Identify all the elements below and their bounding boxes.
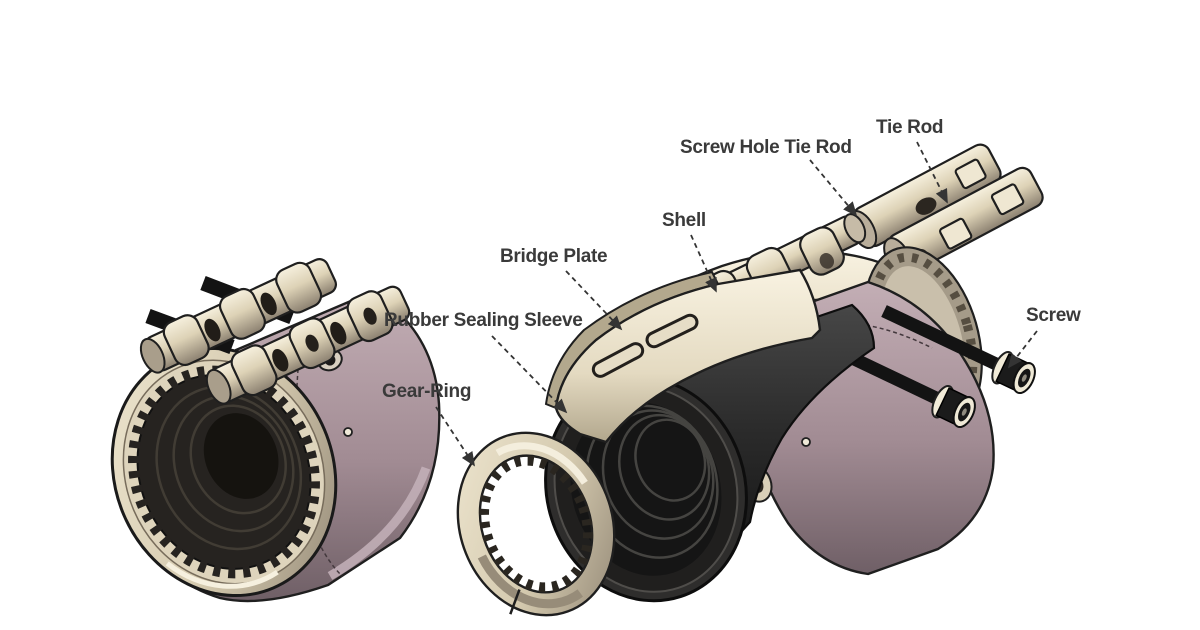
front-thread (189, 404, 287, 515)
row-gap-shadow (330, 321, 347, 345)
label-rubber-sealing-sleeve: Rubber Sealing Sleeve (384, 310, 583, 331)
label-shell: Shell (662, 210, 706, 231)
front-gear-teeth (128, 365, 320, 579)
row-gap-shadow (272, 348, 289, 372)
gear-ring-highlight (495, 442, 588, 485)
row-rod-cap (139, 337, 166, 374)
row-seat (162, 314, 210, 367)
label-screw-hole-tie-rod: Screw Hole Tie Rod (680, 137, 852, 158)
screw-head (931, 384, 976, 429)
sleeve-thread (634, 418, 707, 502)
front-thread (155, 385, 303, 551)
bridge-plate-slot (645, 313, 699, 349)
panel-hole (343, 427, 353, 437)
screw-head (991, 350, 1036, 395)
seat-socket (363, 307, 377, 325)
screw-socket-glint (1021, 374, 1027, 382)
bridge-plate-part (544, 268, 822, 444)
tie-rod-slot (938, 217, 973, 250)
leader-screw-hole-tie-rod (809, 159, 858, 217)
front-thread (172, 394, 295, 533)
coupling-front-face (110, 346, 338, 598)
labels: Screw Hole Tie Rod Tie Rod Shell Bridge … (382, 117, 1081, 467)
row-seat (230, 344, 278, 397)
screw-upper (881, 305, 1036, 395)
row-gap-shadow (204, 318, 221, 342)
leader-tie-rod (916, 141, 948, 204)
tie-rod-slot (990, 183, 1025, 216)
front-rim-highlight (165, 561, 279, 589)
tie-rod-hole (915, 197, 937, 215)
gear-ring-band (456, 431, 616, 617)
label-tie-rod: Tie Rod (876, 117, 943, 138)
gear-ring-shadow (477, 554, 583, 609)
coupling-tie-rod-row-front (205, 285, 411, 405)
screw-shaft (881, 305, 999, 370)
gear-ring-split (509, 589, 521, 615)
label-screw: Screw (1026, 305, 1081, 326)
assembled-view (110, 258, 441, 603)
row-seat (275, 261, 323, 314)
coupling-tie-rod-row-back (139, 258, 338, 374)
tie-rod-slot (954, 158, 987, 190)
label-bridge-plate: Bridge Plate (500, 246, 607, 267)
row-seat (218, 287, 266, 340)
leader-shell (690, 234, 717, 293)
seat-socket (305, 334, 319, 352)
sleeve-thread (601, 409, 715, 540)
leader-screw (1007, 330, 1038, 369)
saddle-lug-shadow (819, 253, 835, 269)
label-gear-ring: Gear-Ring (382, 381, 471, 402)
row-gap-shadow (260, 292, 277, 316)
exploded-view (456, 143, 1044, 617)
sleeve-thread (618, 413, 711, 521)
coupling-body-highlight (327, 466, 431, 580)
leader-bridge-plate (565, 270, 623, 331)
coupling-panel-seam (295, 347, 343, 577)
shell-saddle-lug (799, 226, 845, 276)
screw-socket-glint (961, 408, 967, 416)
panel-hole (801, 437, 811, 447)
bridge-plate-slot (591, 342, 645, 378)
front-bore (203, 413, 279, 499)
leader-gear-ring (435, 406, 475, 467)
bridge-plate-face (554, 268, 822, 444)
row-rod-cap (205, 368, 232, 405)
